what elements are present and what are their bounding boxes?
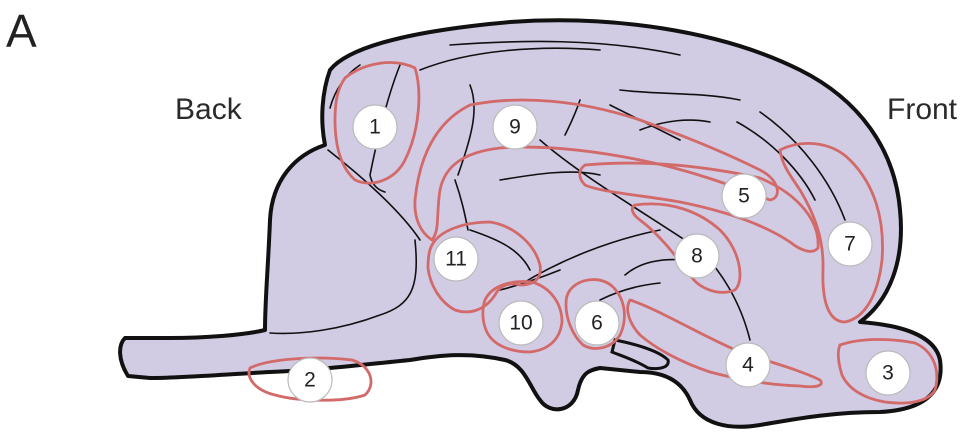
brain-outline bbox=[120, 20, 941, 426]
marker-1-label: 1 bbox=[369, 116, 381, 139]
marker-3-label: 3 bbox=[882, 362, 894, 385]
marker-10-label: 10 bbox=[509, 312, 532, 335]
marker-11-label: 11 bbox=[445, 248, 467, 271]
marker-6-label: 6 bbox=[591, 312, 603, 335]
marker-8-label: 8 bbox=[691, 245, 703, 268]
marker-4-label: 4 bbox=[742, 354, 754, 377]
marker-2-label: 2 bbox=[304, 369, 316, 392]
marker-7-label: 7 bbox=[844, 233, 856, 256]
marker-9-label: 9 bbox=[509, 116, 521, 139]
marker-5-label: 5 bbox=[738, 185, 750, 208]
